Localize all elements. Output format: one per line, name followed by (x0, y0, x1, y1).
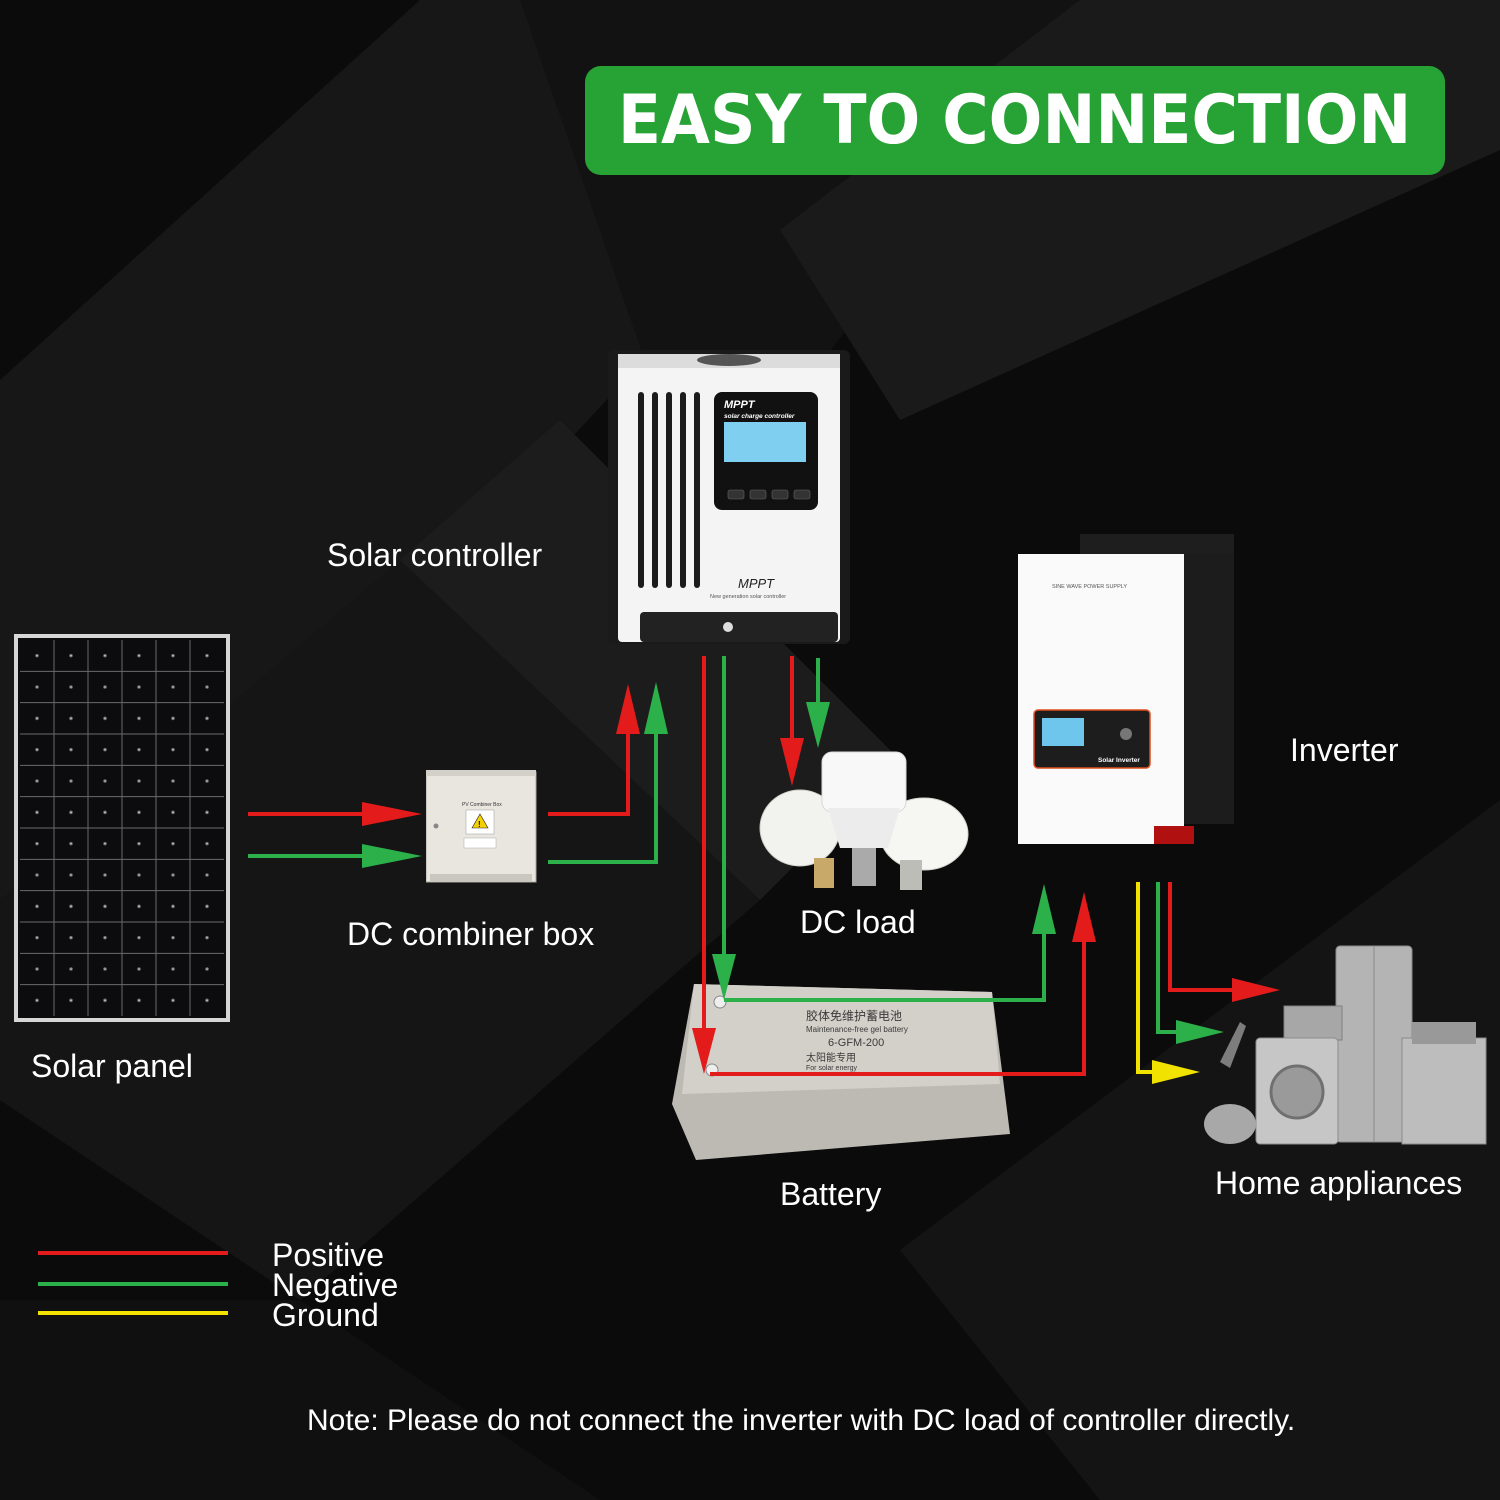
arrow-appliance-positive (1232, 978, 1280, 1002)
wire-appliance-positive (1168, 882, 1236, 992)
arrow-battery-positive (692, 1028, 716, 1074)
solar-panel-image (14, 634, 230, 1022)
arrow-load-negative (806, 702, 830, 748)
controller-tagline: New generation solar controller (710, 594, 786, 600)
home-appliances-image (1204, 945, 1487, 1145)
legend-line-ground (38, 1311, 228, 1315)
label-inverter: Inverter (1290, 732, 1399, 768)
legend-line-positive (38, 1251, 228, 1255)
battery-cn-use: 太阳能专用 (806, 1051, 856, 1064)
dc-combiner-box-image: PV Combiner Box ! (426, 770, 537, 883)
arrow-inverter-positive (1072, 892, 1096, 942)
wire-combiner-negative (548, 730, 658, 864)
legend-label-negative: Negative (272, 1267, 399, 1303)
label-dc-load: DC load (800, 904, 916, 940)
label-solar-controller: Solar controller (327, 537, 543, 573)
wire-appliance-ground (1136, 882, 1156, 1074)
arrow-appliance-negative (1176, 1020, 1224, 1044)
note-text: Note: Please do not connect the inverter… (307, 1404, 1296, 1437)
inverter-image: SINE WAVE POWER SUPPLY Solar Inverter (1018, 534, 1234, 844)
inverter-name: Solar Inverter (1098, 757, 1140, 764)
legend-line-negative (38, 1282, 228, 1286)
label-solar-panel: Solar panel (31, 1048, 193, 1084)
label-dc-combiner-box: DC combiner box (347, 916, 595, 952)
inverter-header: SINE WAVE POWER SUPPLY (1052, 584, 1127, 590)
arrow-panel-negative (362, 844, 422, 868)
label-battery: Battery (780, 1176, 882, 1212)
combiner-title: PV Combiner Box (462, 802, 502, 808)
arrow-battery-negative (712, 954, 736, 1000)
controller-brand: MPPT (724, 399, 756, 411)
wire-inverter-negative (724, 930, 1046, 1002)
dc-load-image (759, 751, 969, 890)
legend-label-positive: Positive (272, 1237, 385, 1273)
controller-subtitle: solar charge controller (724, 413, 795, 420)
battery-model: 6-GFM-200 (828, 1037, 884, 1049)
wire-appliance-negative (1156, 882, 1180, 1034)
legend-label-ground: Ground (272, 1297, 379, 1333)
arrow-appliance-ground (1152, 1060, 1200, 1084)
title-banner: EASY TO CONNECTION (585, 66, 1445, 175)
wire-inverter-positive (710, 940, 1086, 1076)
arrow-panel-positive (362, 802, 422, 826)
arrow-combiner-negative (644, 682, 668, 734)
label-home-appliances: Home appliances (1215, 1165, 1463, 1201)
arrow-combiner-positive (616, 684, 640, 734)
arrow-load-positive (780, 738, 804, 786)
banner-title: EASY TO CONNECTION (618, 81, 1412, 160)
battery-cn-title: 胶体免维护蓄电池 (806, 1008, 902, 1023)
wire-combiner-positive (548, 730, 630, 816)
battery-en-title: Maintenance-free gel battery (806, 1025, 908, 1034)
battery-en-use: For solar energy (806, 1065, 857, 1072)
solar-controller-image: MPPT solar charge controller MPPT New ge… (608, 350, 850, 644)
arrow-inverter-negative (1032, 884, 1056, 934)
svg-text:!: ! (478, 820, 481, 829)
controller-bottom-brand: MPPT (738, 576, 775, 591)
